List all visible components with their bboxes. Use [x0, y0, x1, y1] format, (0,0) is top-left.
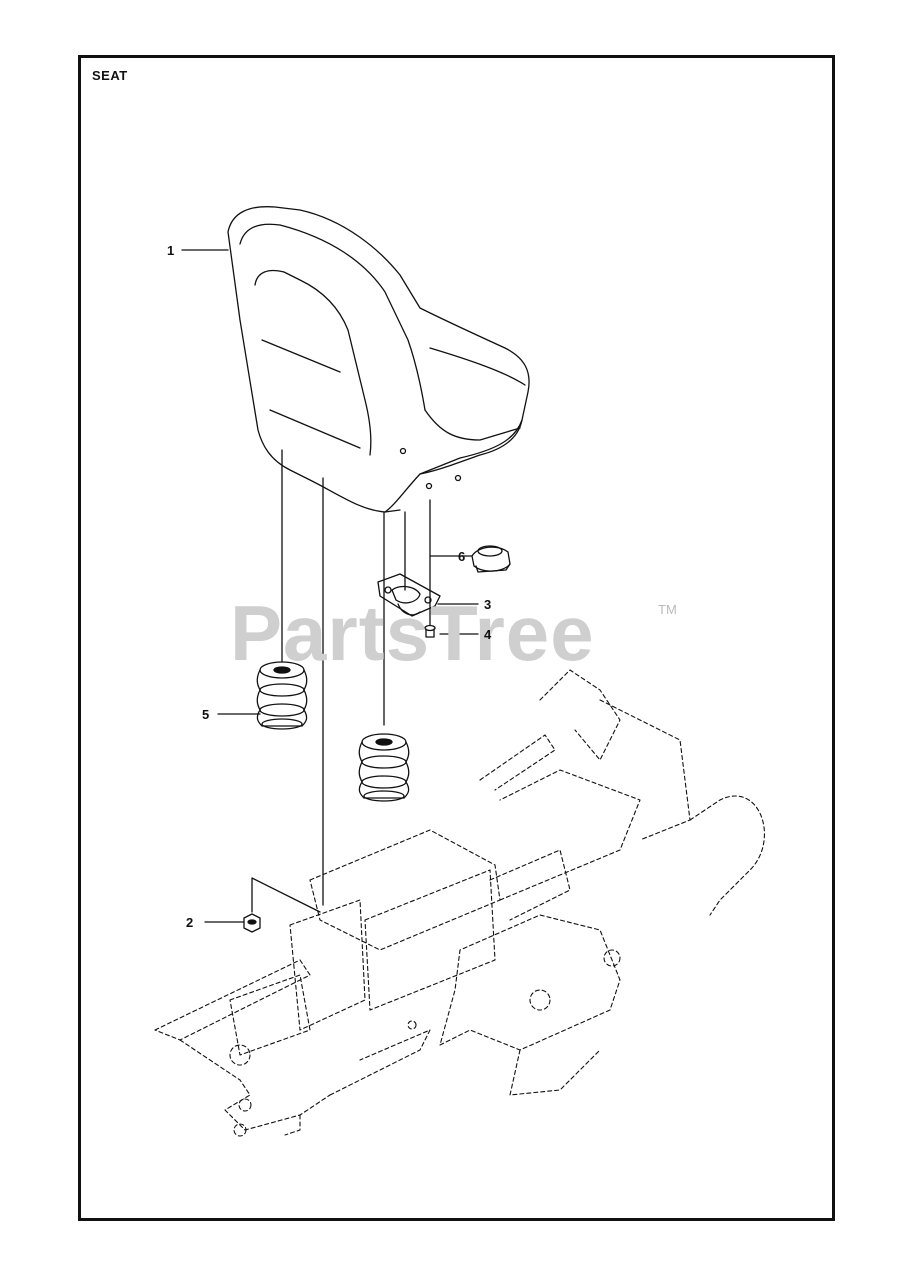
callout-4[interactable]: 4	[484, 627, 492, 642]
callout-2[interactable]: 2	[186, 915, 194, 930]
diagram-frame	[78, 55, 835, 1221]
partstree-watermark: PartsTree	[230, 589, 595, 677]
mower-frame	[154, 669, 765, 1137]
screw-part-4[interactable]	[424, 624, 436, 638]
seat-switch-part-6[interactable]	[471, 545, 511, 573]
nut-assembly-line	[251, 877, 321, 913]
seat-part[interactable]	[227, 206, 530, 513]
bumper-part-5b[interactable]	[358, 733, 410, 802]
callout-6[interactable]: 6	[458, 549, 466, 564]
diagram-title: SEAT	[92, 68, 128, 83]
callout-1[interactable]: 1	[167, 243, 175, 258]
callout-5[interactable]: 5	[202, 707, 210, 722]
bumper-part-5[interactable]	[256, 661, 308, 730]
trademark-symbol: TM	[658, 602, 677, 617]
nut-part-2[interactable]	[243, 913, 261, 933]
switch-bracket-part-3[interactable]	[377, 573, 441, 617]
callout-3[interactable]: 3	[484, 597, 492, 612]
